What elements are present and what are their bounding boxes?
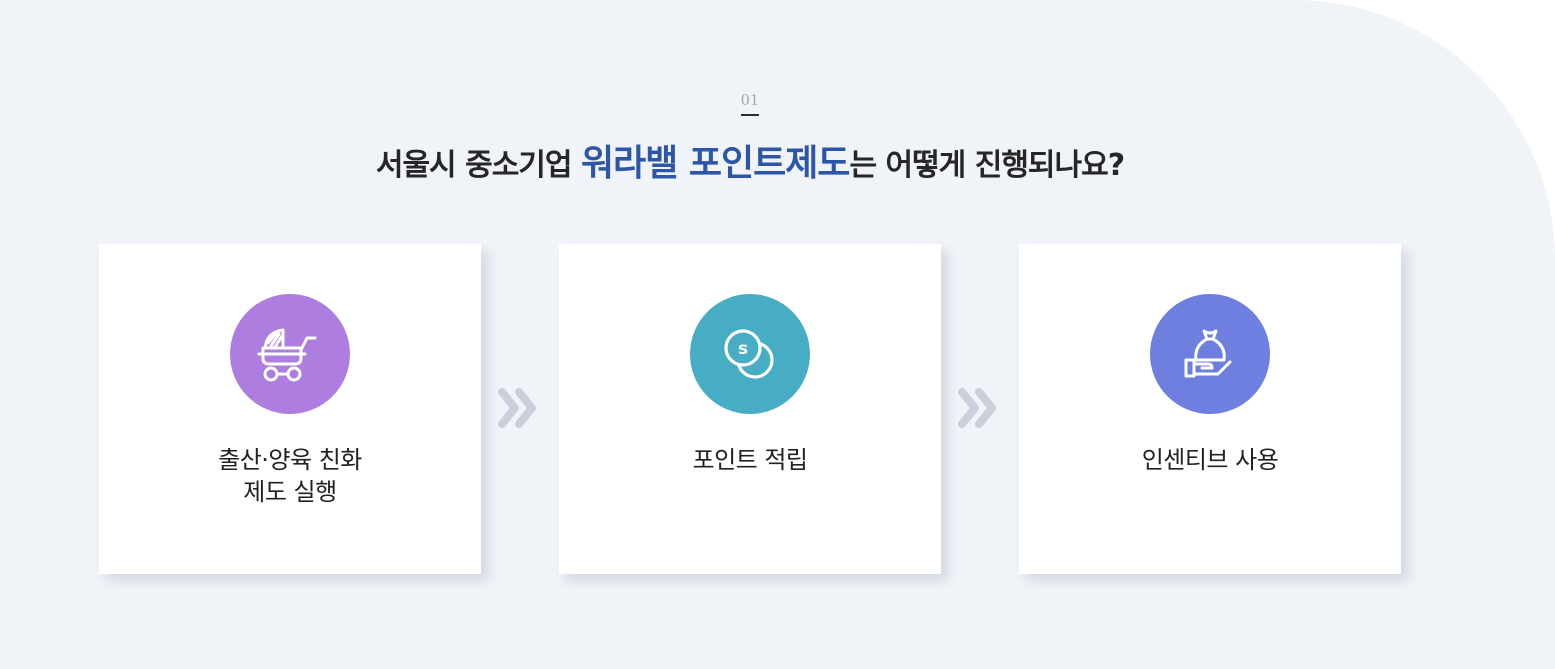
step-label: 인센티브 사용 (1019, 444, 1401, 476)
baby-stroller-icon (257, 328, 317, 382)
step-label-line-1: 포인트 적립 (692, 446, 808, 474)
step-label: 포인트 적립 (559, 444, 941, 476)
section-heading: 서울시 중소기업 워라밸 포인트제도는 어떻게 진행되나요? (0, 134, 1500, 186)
double-chevron-right-icon (498, 388, 536, 428)
heading-suffix: 는 어떻게 진행되나요? (849, 148, 1125, 183)
section-number-text: 01 (741, 90, 759, 116)
svg-text:s: s (738, 339, 748, 359)
coins-icon: s (724, 329, 774, 379)
step-icon-circle (230, 294, 350, 414)
step-card-incentive: 인센티브 사용 (1019, 244, 1401, 574)
step-label-line-1: 출산·양육 친화 (218, 446, 362, 474)
double-chevron-right-icon (958, 388, 996, 428)
step-card-childcare: 출산·양육 친화 제도 실행 (99, 244, 481, 574)
hand-money-bag-icon (1184, 329, 1232, 378)
heading-highlight: 워라밸 포인트제도 (580, 143, 850, 184)
heading-prefix: 서울시 중소기업 (375, 148, 581, 183)
step-icon-circle: s (690, 294, 810, 414)
section-number: 01 (0, 90, 1500, 116)
step-icon-circle (1150, 294, 1270, 414)
step-label-line-1: 인센티브 사용 (1141, 446, 1279, 474)
step-card-points: s 포인트 적립 (559, 244, 941, 574)
step-label: 출산·양육 친화 제도 실행 (99, 444, 481, 508)
step-label-line-2: 제도 실행 (243, 478, 337, 506)
